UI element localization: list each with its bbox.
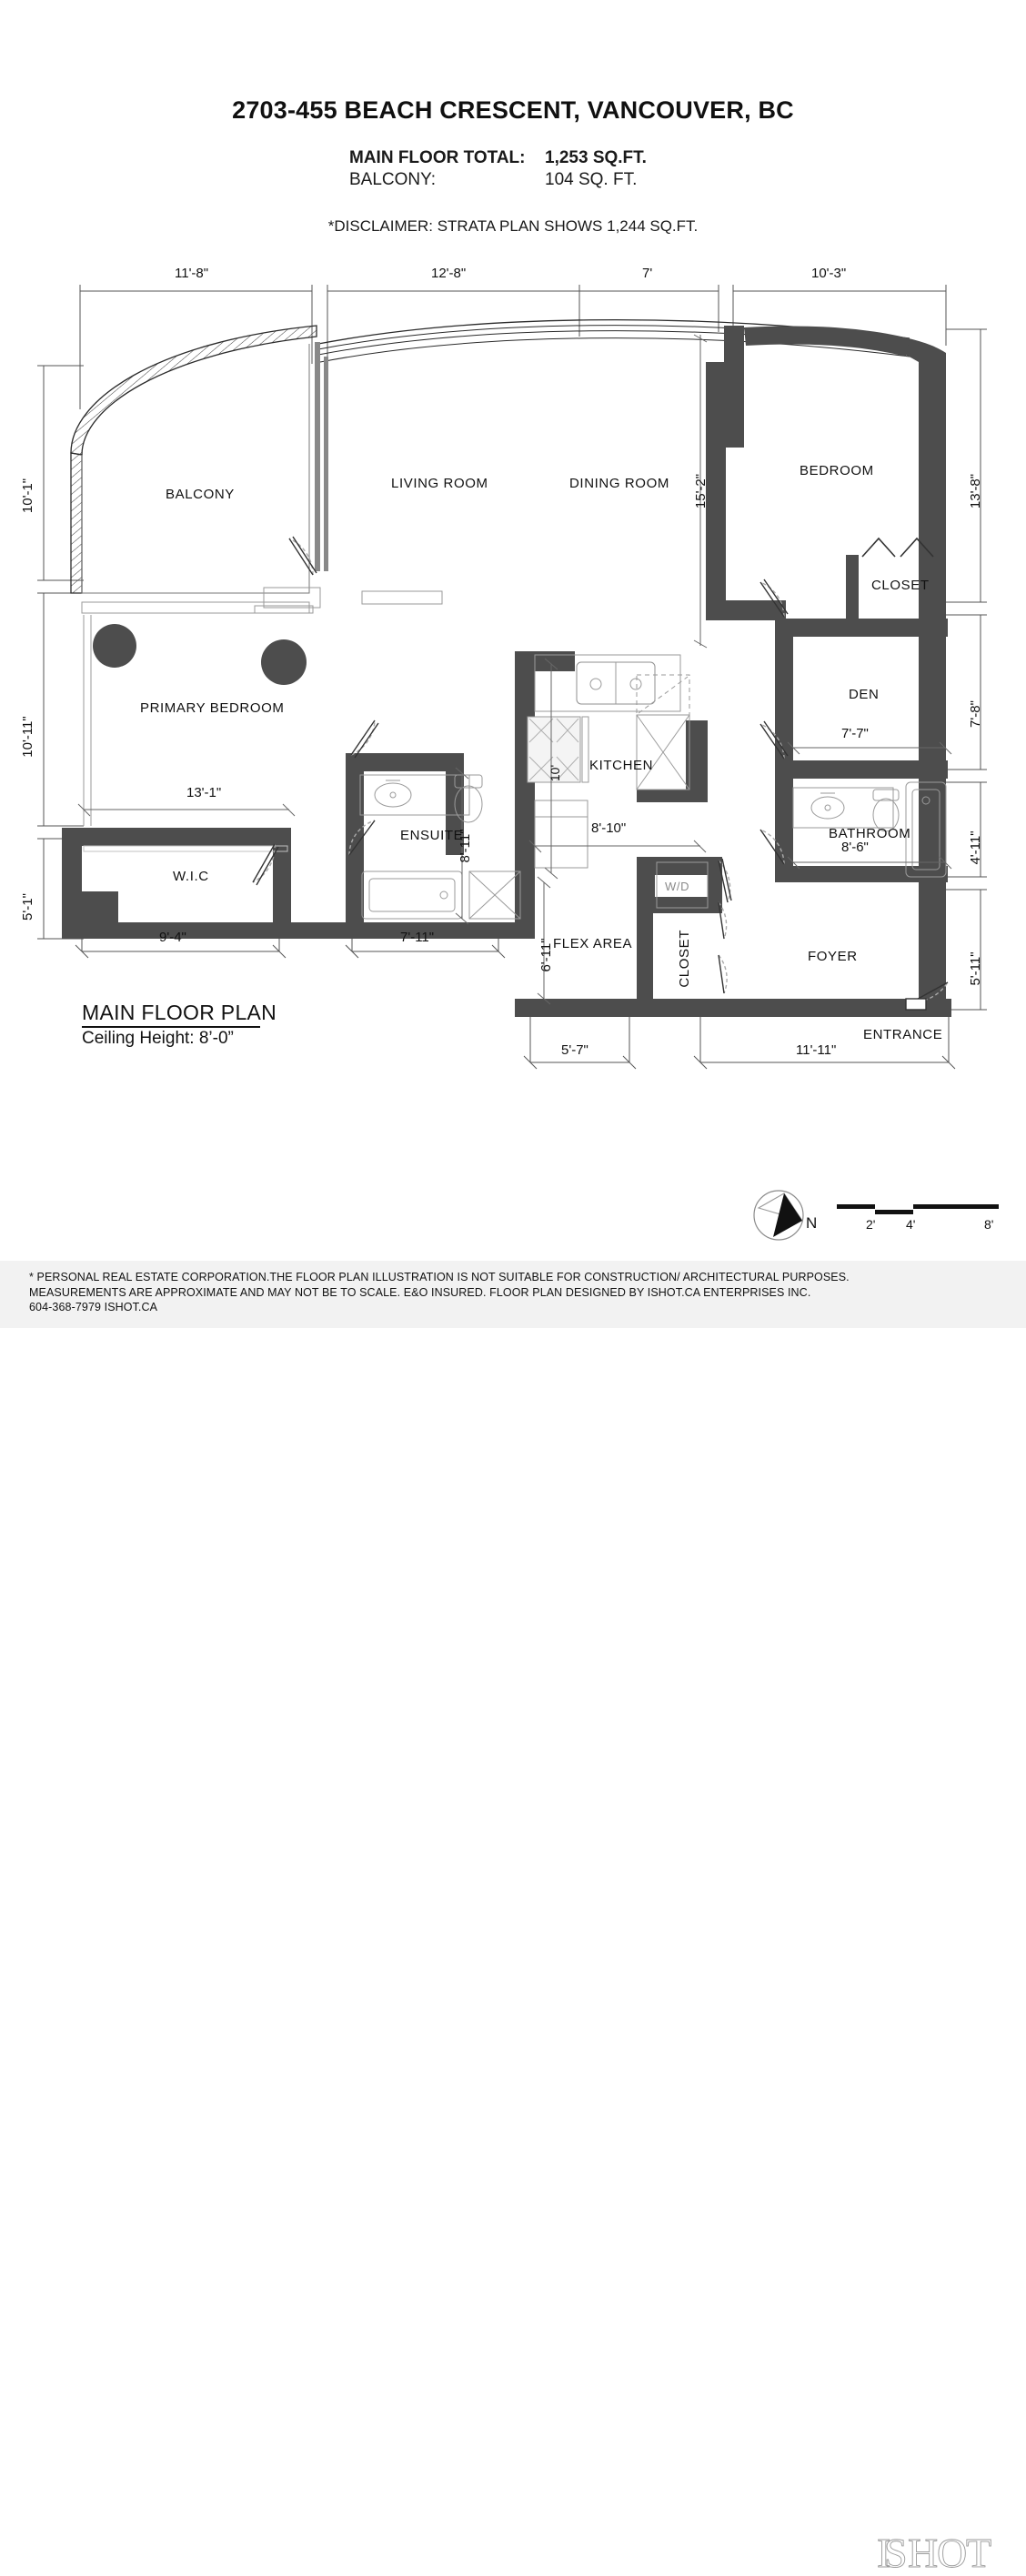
room-label-primary-bedroom: PRIMARY BEDROOM [140, 700, 285, 716]
ceiling-height: Ceiling Height: 8’-0” [82, 1029, 234, 1048]
room-label-bathroom: BATHROOM [829, 826, 911, 841]
dim-top-1: 11'-8" [175, 266, 209, 281]
dim-right-4: 5'-11" [968, 951, 983, 986]
plan-vector [37, 285, 987, 1070]
dim-top-4: 10'-3" [811, 266, 847, 281]
footer-line-2: MEASUREMENTS ARE APPROXIMATE AND MAY NOT… [29, 1285, 811, 1299]
room-label-closet-foyer: CLOSET [677, 930, 692, 988]
room-label-ensuite: ENSUITE [400, 828, 464, 843]
plan-name: MAIN FLOOR PLAN [82, 1001, 277, 1024]
caption-divider [82, 1026, 260, 1028]
room-label-living-room: LIVING ROOM [391, 476, 488, 491]
svg-text:H: H [908, 2532, 938, 2576]
room-label-flex-area: FLEX AREA [553, 936, 633, 951]
dim-bottom-1: 9'-4" [159, 930, 186, 945]
dim-right-1: 13'-8" [968, 473, 983, 509]
header: 2703-455 BEACH CRESCENT, VANCOUVER, BC M… [0, 0, 1026, 236]
door-swings [252, 536, 949, 1011]
dim-right-3: 4'-11" [968, 830, 983, 865]
room-label-washer-dryer: W/D [665, 880, 690, 893]
scale-tick-4ft: 4' [906, 1217, 916, 1232]
right-dimension-lines [946, 328, 987, 1011]
dim-living-dining-depth: 15'-2" [693, 473, 709, 509]
footer-disclaimer: * PERSONAL REAL ESTATE CORPORATION.THE F… [29, 1270, 850, 1315]
scale-tick-2ft: 2' [866, 1217, 876, 1232]
footer-line-3: 604-368-7979 ISHOT.CA [29, 1301, 158, 1313]
svg-text:T: T [966, 2532, 991, 2576]
balcony-structure [70, 325, 317, 685]
page-title: 2703-455 BEACH CRESCENT, VANCOUVER, BC [232, 96, 794, 124]
floor-plan-drawing: BALCONY LIVING ROOM DINING ROOM BEDROOM … [0, 255, 1026, 1128]
bottom-dimension-lines [75, 928, 956, 1070]
main-floor-row: MAIN FLOOR TOTAL: 1,253 SQ.FT. [349, 148, 677, 168]
room-label-closet-bedroom: CLOSET [871, 578, 930, 593]
balcony-label: BALCONY: [349, 170, 437, 189]
dim-den-width: 7'-7" [841, 726, 869, 741]
room-label-den: DEN [849, 687, 880, 702]
dim-left-1: 10'-1" [20, 478, 35, 514]
dim-flex-area-height: 6'-11" [538, 938, 554, 972]
room-label-balcony: BALCONY [166, 487, 235, 502]
dim-primary-bedroom-width: 13'-1" [186, 785, 222, 800]
dim-kitchen-height: 10' [548, 764, 562, 782]
main-floor-label: MAIN FLOOR TOTAL: [349, 148, 526, 167]
dim-ensuite-width: 8'-11" [458, 829, 473, 863]
disclaimer-text: *DISCLAIMER: STRATA PLAN SHOWS 1,244 SQ.… [327, 217, 699, 235]
column-circle-primary [93, 624, 136, 668]
compass-north-label: N [806, 1214, 817, 1232]
walls [62, 326, 951, 1017]
room-label-kitchen: KITCHEN [589, 758, 654, 773]
dim-kitchen-width: 8'-10" [591, 820, 627, 836]
plan-caption: MAIN FLOOR PLAN Ceiling Height: 8’-0” [82, 1001, 277, 1049]
dim-bathroom-width: 8'-6" [841, 840, 869, 855]
fixtures [81, 587, 947, 920]
column-circle-balcony [261, 639, 307, 685]
footer-bar: * PERSONAL REAL ESTATE CORPORATION.THE F… [0, 1261, 1026, 2576]
room-label-wic: W.I.C [173, 869, 209, 884]
interior-dimension-lines [77, 334, 952, 1005]
scale-bar: 2' 4' 8' [837, 1197, 1001, 1242]
balcony-value: 104 SQ. FT. [545, 170, 638, 189]
area-summary: MAIN FLOOR TOTAL: 1,253 SQ.FT. BALCONY: … [0, 148, 1026, 190]
room-label-entrance: ENTRANCE [863, 1027, 943, 1042]
scale-tick-8ft: 8' [984, 1217, 994, 1232]
dim-right-2: 7'-8" [968, 700, 983, 728]
ishot-logo: I S H O T [877, 2532, 992, 2576]
dim-bottom-3: 5'-7" [561, 1042, 588, 1058]
main-floor-value: 1,253 SQ.FT. [545, 148, 647, 167]
balcony-row: BALCONY: 104 SQ. FT. [349, 170, 677, 190]
room-label-foyer: FOYER [808, 949, 858, 964]
svg-text:S: S [884, 2532, 908, 2576]
dim-bottom-2: 7'-11" [400, 930, 435, 945]
footer-line-1: * PERSONAL REAL ESTATE CORPORATION.THE F… [29, 1271, 850, 1283]
compass-rose: N [751, 1188, 833, 1251]
svg-text:O: O [937, 2532, 967, 2576]
dim-top-3: 7' [642, 266, 653, 281]
room-label-dining-room: DINING ROOM [569, 476, 669, 491]
dim-left-2: 10'-11" [20, 716, 35, 758]
dim-top-2: 12'-8" [431, 266, 467, 281]
dim-left-3: 5'-1" [20, 893, 35, 921]
room-label-bedroom: BEDROOM [800, 463, 874, 478]
dim-bottom-4: 11'-11" [796, 1042, 837, 1058]
